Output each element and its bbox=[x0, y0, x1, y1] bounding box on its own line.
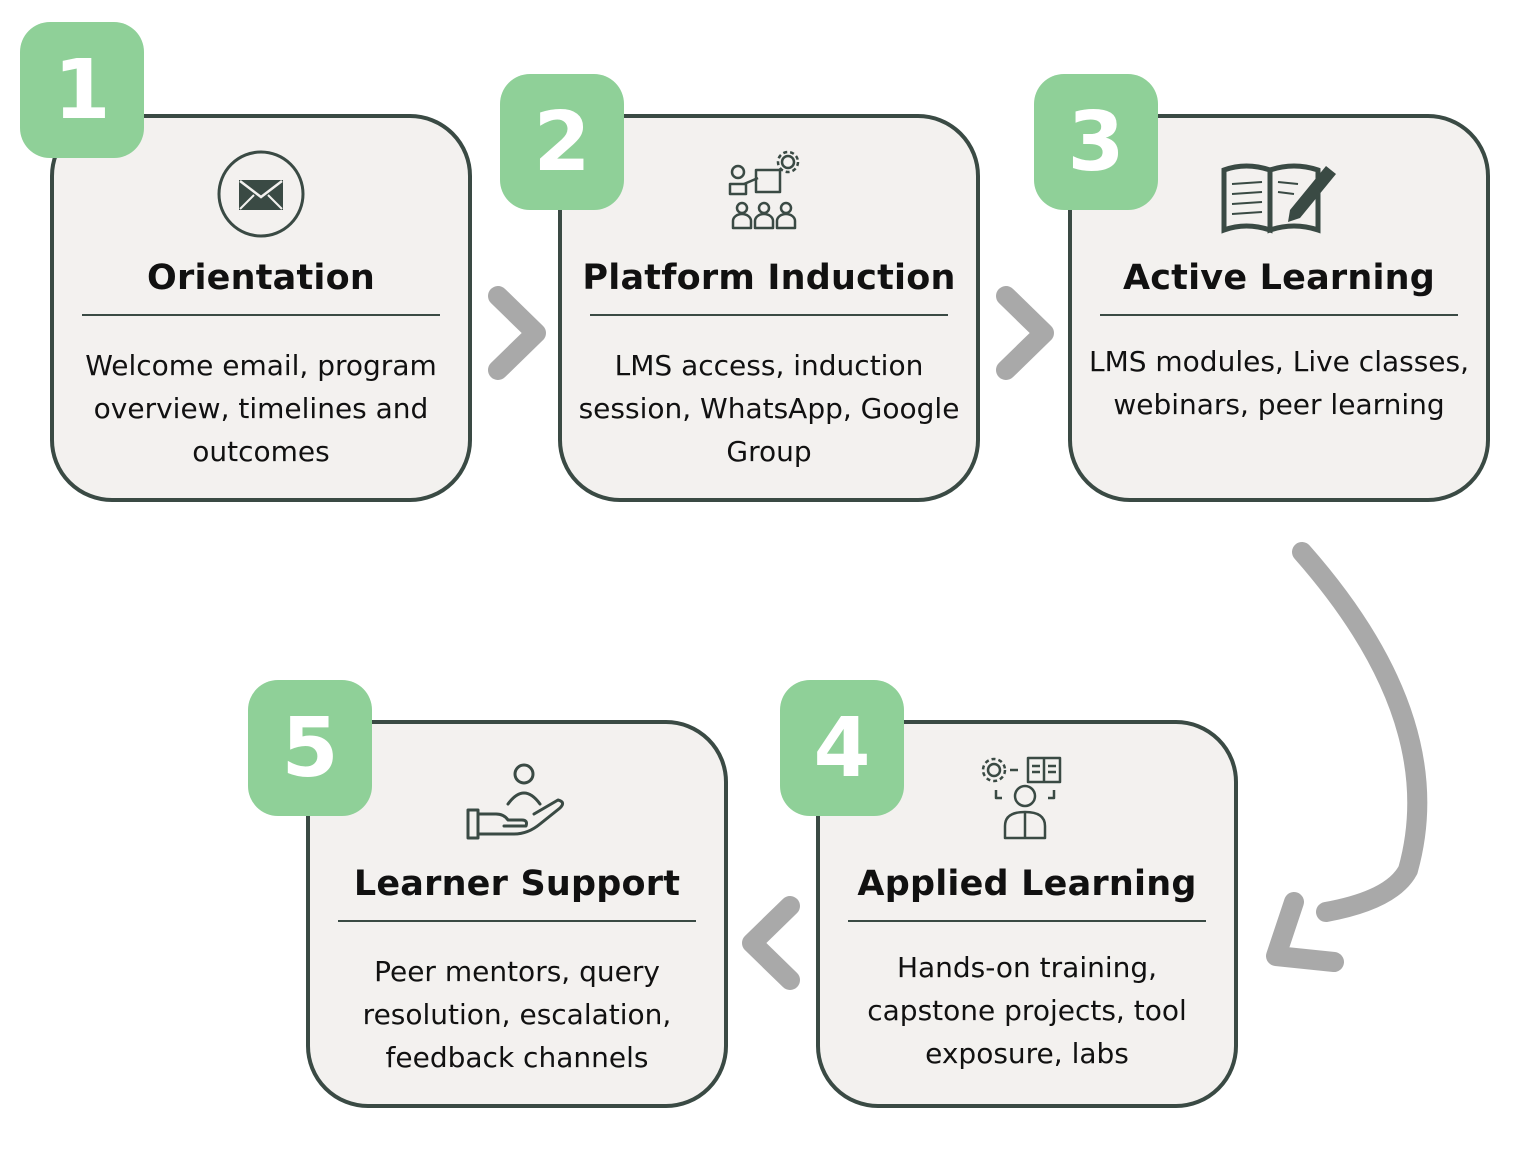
step-number-badge-4: 4 bbox=[780, 680, 904, 816]
envelope-icon bbox=[206, 144, 316, 240]
divider bbox=[338, 920, 696, 922]
step-description: LMS access, induction session, WhatsApp,… bbox=[578, 349, 960, 468]
curved-down-arrow-icon bbox=[1266, 542, 1428, 972]
step-card-5: Learner Support Peer mentors, query reso… bbox=[306, 720, 728, 1108]
step-title: Learner Support bbox=[353, 864, 681, 904]
step-number-badge-2: 2 bbox=[500, 74, 624, 210]
hand-holding-person-icon bbox=[462, 750, 572, 846]
step-description: LMS modules, Live classes, webinars, pee… bbox=[1088, 345, 1470, 421]
step-description: Welcome email, program overview, timelin… bbox=[85, 349, 437, 468]
step-card-1: Orientation Welcome email, program overv… bbox=[50, 114, 472, 502]
presenter-audience-icon bbox=[714, 144, 824, 240]
divider bbox=[848, 920, 1206, 922]
person-gear-book-icon bbox=[972, 750, 1082, 846]
step-title: Platform Induction bbox=[582, 258, 956, 298]
step-title: Applied Learning bbox=[857, 864, 1197, 904]
chevron-right-icon bbox=[488, 286, 546, 380]
step-description: Hands-on training, capstone projects, to… bbox=[867, 951, 1187, 1070]
chevron-left-icon bbox=[742, 896, 800, 990]
step-description: Peer mentors, query resolution, escalati… bbox=[362, 955, 672, 1074]
step-card-2: Platform Induction LMS access, induction… bbox=[558, 114, 980, 502]
chevron-right-icon bbox=[996, 286, 1054, 380]
step-number-badge-3: 3 bbox=[1034, 74, 1158, 210]
divider bbox=[82, 314, 440, 316]
open-book-pencil-icon bbox=[1214, 144, 1344, 240]
step-number-badge-5: 5 bbox=[248, 680, 372, 816]
step-title: Active Learning bbox=[1122, 258, 1436, 298]
step-number-badge-1: 1 bbox=[20, 22, 144, 158]
step-title: Orientation bbox=[147, 258, 375, 298]
divider bbox=[1100, 314, 1458, 316]
divider bbox=[590, 314, 948, 316]
